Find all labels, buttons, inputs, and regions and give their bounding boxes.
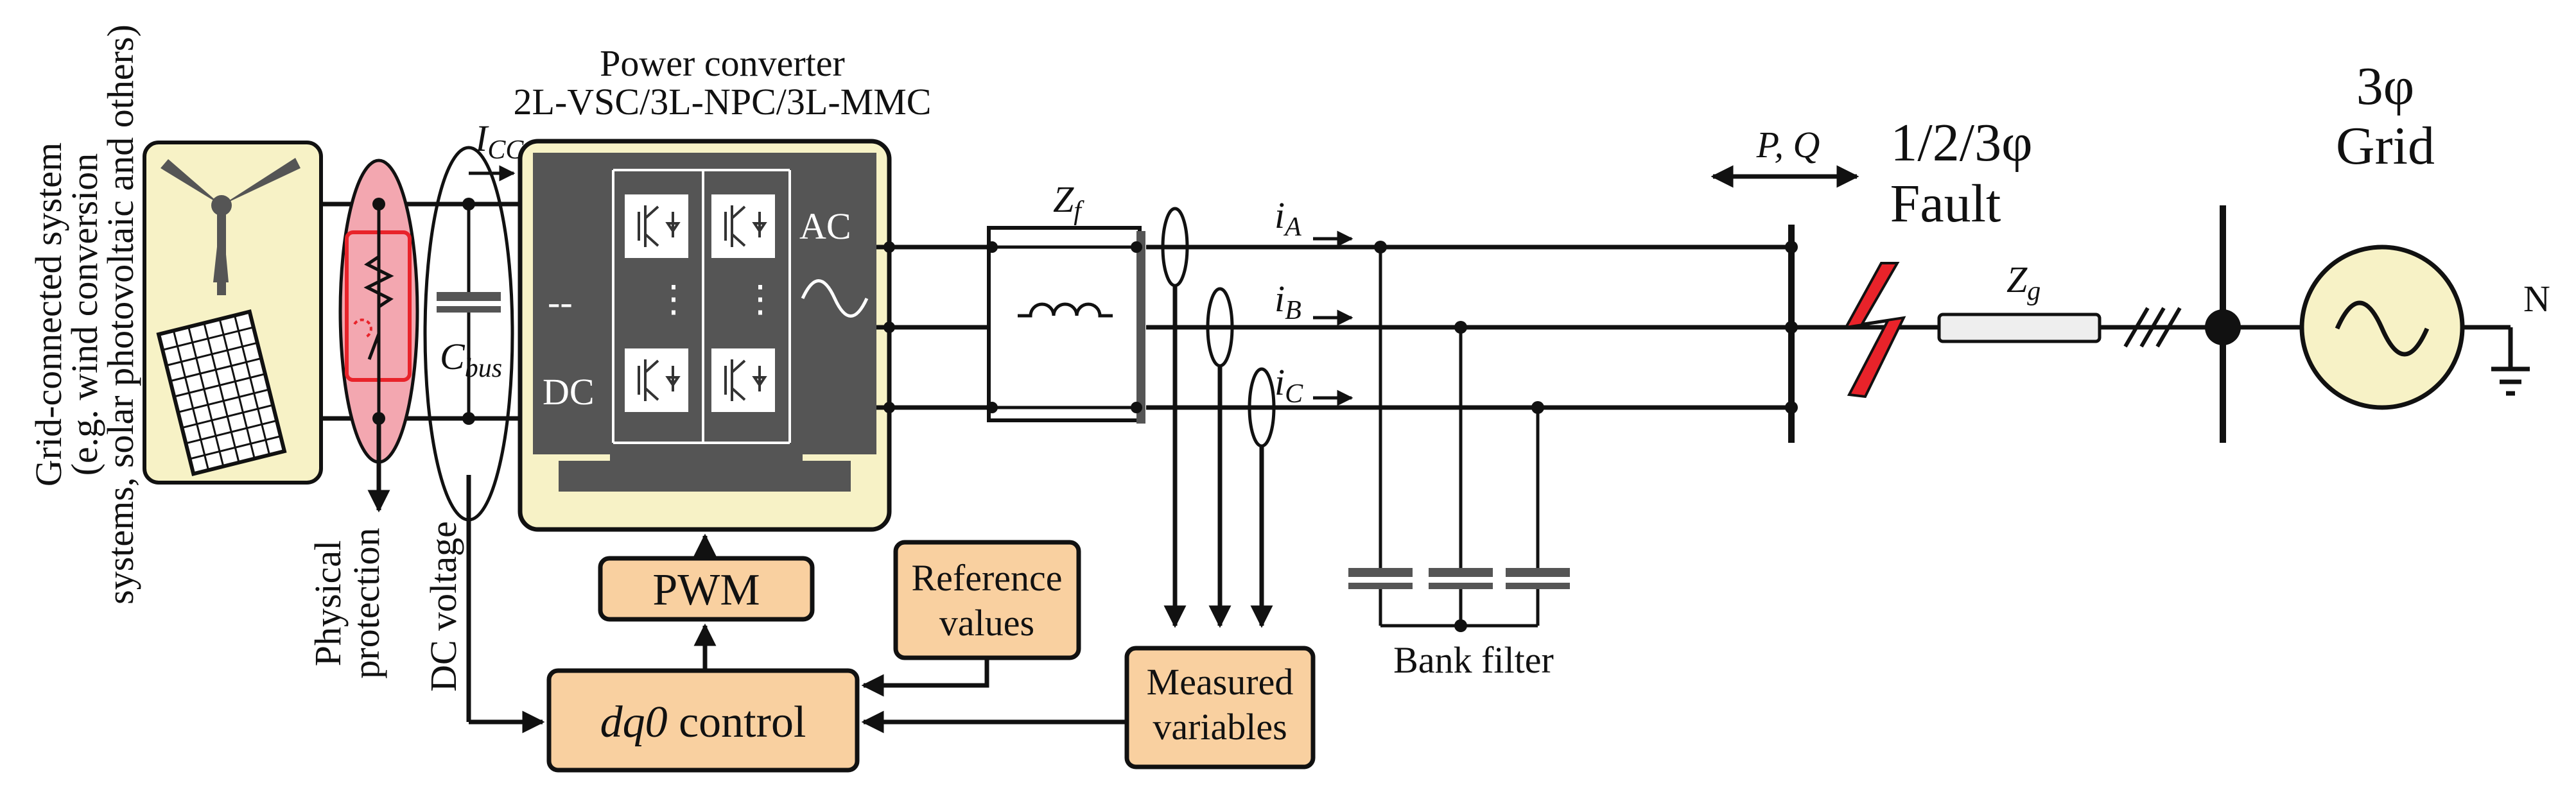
converter-title: Power converter — [600, 42, 845, 84]
grid-node — [2205, 309, 2241, 345]
source-label-line2: (e.g. wind conversion — [64, 153, 105, 476]
dots-right: ⋮ — [742, 278, 779, 320]
current-label-a: iA — [1275, 194, 1301, 242]
source-label-line3: systems, solar photovoltaic and others) — [100, 24, 141, 605]
dc-bus-capacitor: Cbus — [423, 146, 514, 722]
physical-protection — [338, 159, 419, 513]
dots-left: ⋮ — [655, 278, 692, 320]
grid-impedance — [1937, 313, 2102, 343]
dc-voltage-text: DC voltage — [422, 521, 464, 692]
pq-label: P, Q — [1756, 124, 1820, 166]
protection-label-line2: protection — [345, 528, 387, 678]
current-label-c: iC — [1275, 361, 1303, 409]
current-label-b: iB — [1275, 278, 1301, 325]
neutral-label: N — [2523, 278, 2550, 320]
capacitor-label: Cbus — [440, 336, 502, 383]
control-label: dq0 control — [600, 698, 806, 747]
pwm-label: PWM — [652, 565, 760, 615]
measured-block — [1124, 646, 1316, 769]
converter-topologies: 2L-VSC/3L-NPC/3L-MMC — [514, 81, 932, 123]
dc-label: DC — [543, 371, 595, 413]
grid-impedance-label: Zg — [2006, 259, 2041, 306]
wind-turbine-icon — [161, 158, 300, 295]
fault-type-label: 1/2/3φ — [1890, 113, 2032, 173]
filter-label: Zf — [1053, 178, 1084, 226]
source-label-line1: Grid-connected system — [28, 142, 69, 486]
ac-sine-icon — [801, 279, 869, 318]
reference-to-control-arrow — [861, 658, 989, 697]
measured-label-line1: Measured — [1147, 661, 1294, 703]
grid-sine-icon — [2335, 300, 2430, 357]
current-sensors — [1161, 207, 1276, 628]
solar-panel-icon — [156, 309, 287, 476]
measured-label-line2: variables — [1153, 706, 1287, 748]
fault-lightning-icon — [1843, 262, 1906, 399]
output-filter: Zf — [986, 178, 1145, 424]
ac-label: AC — [799, 205, 851, 247]
grid-source — [2299, 245, 2530, 410]
dc-voltage-label: DC voltage — [422, 521, 464, 692]
bank-filter — [1348, 241, 1570, 632]
three-phase-marks — [2123, 307, 2182, 348]
grid-label: Grid — [2336, 116, 2435, 176]
reference-label-line2: values — [939, 602, 1034, 644]
dc-dashes: -- — [548, 281, 573, 323]
protection-label: Physical protection — [307, 528, 387, 678]
source-label: Grid-connected system (e.g. wind convers… — [28, 24, 141, 605]
protection-label-line1: Physical — [307, 540, 349, 667]
grid-phase-label: 3φ — [2356, 56, 2414, 116]
bank-filter-label: Bank filter — [1393, 639, 1554, 681]
reference-label-line1: Reference — [911, 557, 1062, 599]
power-converter: ⋮ ⋮ -- DC AC — [518, 139, 892, 532]
pwm-block — [598, 556, 815, 622]
source-panel — [143, 141, 323, 485]
inductor-icon — [1018, 302, 1113, 318]
icc-label: ICC — [474, 117, 524, 165]
fault-label: Fault — [1890, 174, 2001, 234]
